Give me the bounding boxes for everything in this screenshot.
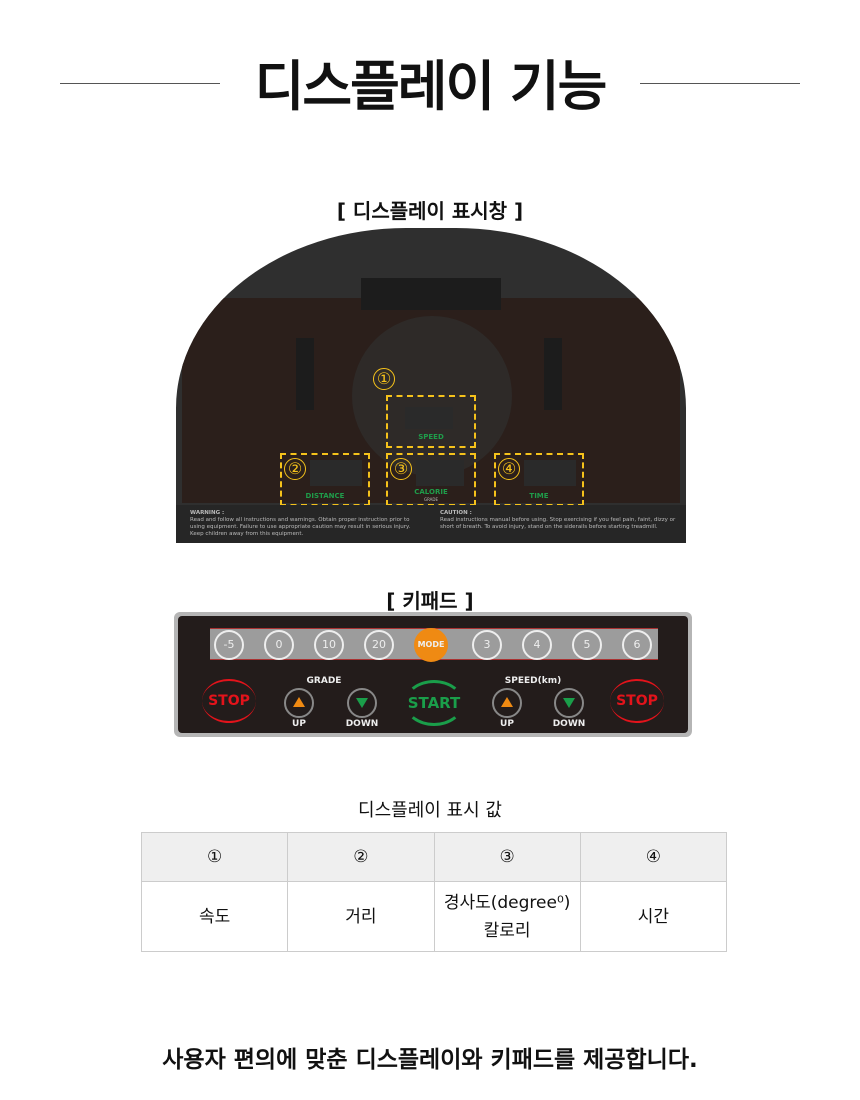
- warning-title: WARNING :: [190, 510, 225, 516]
- quick-key-grade-0[interactable]: 0: [264, 630, 294, 660]
- speed-down-button[interactable]: [554, 688, 584, 718]
- display-heading: [ 디스플레이 표시창 ]: [336, 199, 524, 223]
- grade-up-label: UP: [292, 719, 306, 729]
- calorie-label: CALORIE: [414, 488, 448, 496]
- arrow-up-icon: [501, 697, 513, 707]
- distance-area: ② DISTANCE: [280, 453, 370, 506]
- quick-key-speed-5[interactable]: 5: [572, 630, 602, 660]
- header-cell: ③: [433, 832, 581, 882]
- quick-key-grade-20[interactable]: 20: [364, 630, 394, 660]
- warning-text: Read and follow all instructions and war…: [190, 517, 411, 537]
- title-divider-right: [640, 83, 800, 84]
- cell-distance: 거리: [287, 881, 435, 952]
- speed-label: SPEED(km): [504, 676, 562, 686]
- quick-key-grade-10[interactable]: 10: [314, 630, 344, 660]
- marker-1: ①: [373, 368, 395, 390]
- arrow-up-icon: [293, 697, 305, 707]
- header-cell: ①: [140, 832, 289, 882]
- distance-label: DISTANCE: [305, 492, 345, 500]
- header-cell: ④: [579, 832, 728, 882]
- speed-label: SPEED: [418, 433, 444, 441]
- marker-4: ④: [498, 458, 520, 480]
- start-button[interactable]: START: [404, 680, 464, 726]
- arrow-down-icon: [356, 698, 368, 708]
- marker-2: ②: [284, 458, 306, 480]
- keypad: -5 0 10 20 MODE 3 4 5 6 STOP GRADE UP DO…: [174, 612, 692, 737]
- speed-area: SPEED: [386, 395, 476, 448]
- right-slot: [544, 338, 562, 410]
- stop-button-left[interactable]: STOP: [202, 679, 256, 723]
- cell-speed: 속도: [140, 881, 289, 952]
- grade-up-button[interactable]: [284, 688, 314, 718]
- quick-key-speed-3[interactable]: 3: [472, 630, 502, 660]
- header-cell: ②: [287, 832, 435, 882]
- speed-up-button[interactable]: [492, 688, 522, 718]
- warning-strip: WARNING :Read and follow all instruction…: [176, 505, 686, 543]
- grade-down-label: DOWN: [345, 719, 379, 729]
- cell-grade: 경사도(degree⁰): [443, 892, 571, 913]
- time-label: TIME: [529, 492, 549, 500]
- grade-label: GRADE: [306, 676, 342, 686]
- cell-time: 시간: [579, 881, 728, 952]
- left-slot: [296, 338, 314, 410]
- mode-button[interactable]: MODE: [414, 628, 448, 662]
- grade-label: GRADE: [423, 497, 439, 502]
- caution-title: CAUTION :: [440, 510, 472, 516]
- time-area: ④ TIME: [494, 453, 584, 506]
- cell-calorie: 칼로리: [483, 920, 531, 941]
- keypad-heading: [ 키패드 ]: [386, 589, 474, 613]
- page-title: 디스플레이 기능: [254, 55, 608, 118]
- grade-down-button[interactable]: [347, 688, 377, 718]
- display-panel: ① SPEED ② DISTANCE ③ CALORIE GRADE ④ TIM…: [176, 228, 686, 543]
- arrow-down-icon: [563, 698, 575, 708]
- quick-key-grade-minus5[interactable]: -5: [214, 630, 244, 660]
- stop-button-right[interactable]: STOP: [610, 679, 664, 723]
- footer-text: 사용자 편의에 맞춘 디스플레이와 키패드를 제공합니다.: [162, 1047, 698, 1073]
- speed-up-label: UP: [500, 719, 514, 729]
- quick-key-speed-4[interactable]: 4: [522, 630, 552, 660]
- marker-3: ③: [390, 458, 412, 480]
- calorie-area: ③ CALORIE GRADE: [386, 453, 476, 506]
- display-values-table: ① ② ③ ④ 속도 거리 경사도(degree⁰) 칼로리 시간: [140, 832, 728, 952]
- top-window: [361, 278, 501, 310]
- cell-grade-calorie: 경사도(degree⁰) 칼로리: [433, 881, 581, 952]
- title-divider-left: [60, 83, 220, 84]
- quick-key-speed-6[interactable]: 6: [622, 630, 652, 660]
- table-caption: 디스플레이 표시 값: [358, 800, 502, 821]
- caution-text: Read instructions manual before using. S…: [440, 517, 676, 530]
- speed-down-label: DOWN: [552, 719, 586, 729]
